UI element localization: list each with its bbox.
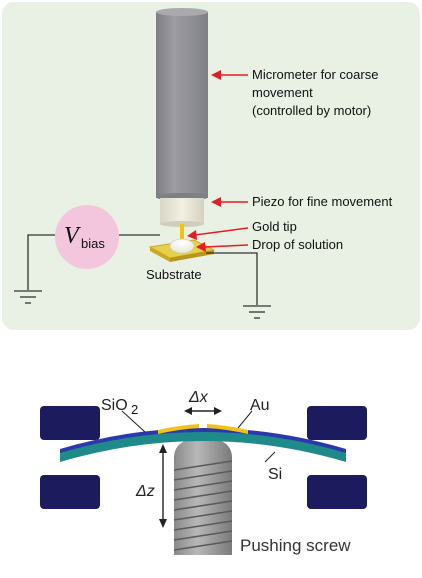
label-delta-z: Δz: [135, 483, 155, 500]
leader-lines: [121, 410, 276, 463]
label-micrometer-line2: movement: [252, 85, 313, 100]
micrometer-cylinder: [156, 8, 208, 201]
ground-symbol-left: [14, 290, 42, 304]
top-panel-background: [2, 2, 420, 330]
gold-tip: [180, 224, 184, 242]
si-beam: [60, 431, 346, 462]
delta-x-arrow: [184, 407, 222, 415]
label-si: Si: [268, 466, 282, 483]
solution-drop: [169, 238, 195, 254]
clamp-block-top-right: [307, 406, 367, 440]
substrate-edge: [150, 247, 170, 262]
bias-voltage-circle: [55, 205, 119, 269]
label-micrometer-line1: Micrometer for coarse: [252, 67, 378, 82]
au-electrode-right: [207, 424, 248, 434]
sio2-layer: [60, 428, 346, 453]
annotation-arrows: [187, 70, 249, 252]
delta-z-arrow: [159, 444, 167, 528]
label-au: Au: [250, 397, 270, 414]
bias-subscript: bias: [81, 236, 105, 251]
label-pushing-screw: Pushing screw: [240, 536, 351, 555]
bias-symbol: V: [64, 223, 81, 249]
piezo-cylinder: [160, 198, 204, 227]
ground-symbol-right: [243, 305, 271, 319]
clamp-block-bottom-left: [40, 475, 100, 509]
label-delta-x: Δx: [188, 389, 209, 406]
label-piezo: Piezo for fine movement: [252, 194, 393, 209]
label-micrometer-line3: (controlled by motor): [252, 103, 371, 118]
clamp-block-top-left: [40, 406, 100, 440]
clamp-block-bottom-right: [307, 475, 367, 509]
label-gold-tip: Gold tip: [252, 219, 297, 234]
label-sio2-subscript: 2: [131, 402, 138, 417]
label-substrate: Substrate: [146, 267, 202, 282]
pushing-screw: [173, 438, 233, 555]
au-electrode-left: [158, 424, 199, 434]
label-sio2: SiO: [101, 397, 128, 414]
circuit-wires: [27, 234, 258, 305]
label-drop: Drop of solution: [252, 237, 343, 252]
